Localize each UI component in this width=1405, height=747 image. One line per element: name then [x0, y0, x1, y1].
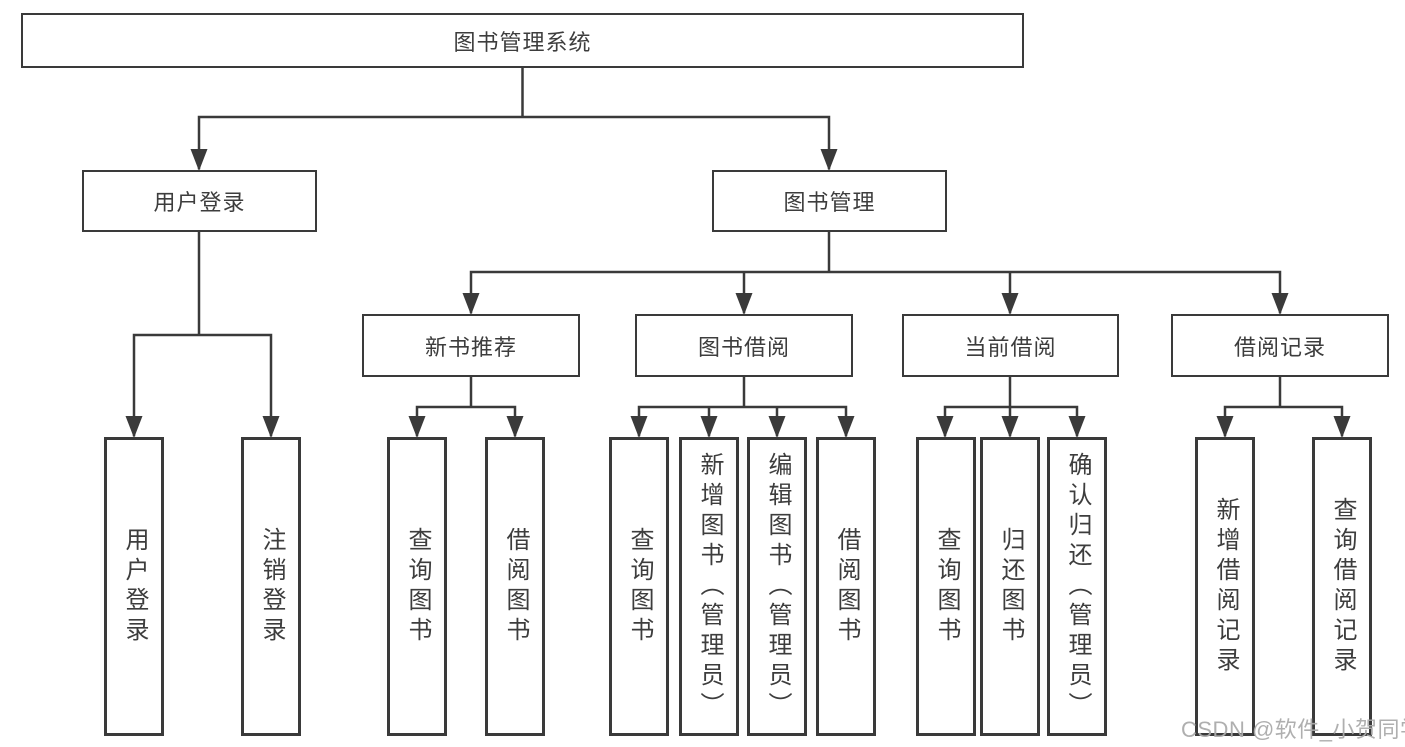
node-book-borrow: 图书借阅 — [635, 314, 853, 377]
leaf-borrow-query-books-label: 查询图书 — [626, 526, 653, 647]
node-book-management-label: 图书管理 — [783, 190, 876, 215]
leaf-recommend-borrow-books: 借阅图书 — [485, 437, 545, 736]
leaf-borrow-books: 借阅图书 — [816, 437, 876, 736]
leaf-logout-label: 注销登录 — [258, 526, 285, 647]
node-current-borrow: 当前借阅 — [902, 314, 1119, 377]
node-root-label: 图书管理系统 — [453, 29, 592, 55]
leaf-return-books-label: 归还图书 — [997, 526, 1024, 647]
leaf-recommend-borrow-books-label: 借阅图书 — [502, 526, 529, 647]
connector-book-management-branch — [469, 230, 1282, 314]
leaf-query-borrow-record-label: 查询借阅记录 — [1329, 496, 1356, 677]
csdn-watermark: CSDN @软件_小贺同学 — [1181, 717, 1405, 742]
connector-new-book-branch — [415, 375, 517, 437]
connector-borrow-records-branch — [1223, 375, 1344, 437]
node-borrow-records: 借阅记录 — [1171, 314, 1389, 377]
leaf-user-login: 用户登录 — [104, 437, 164, 736]
node-user-login-label: 用户登录 — [153, 190, 246, 215]
connector-user-login-branch — [132, 230, 273, 437]
node-current-borrow-label: 当前借阅 — [964, 334, 1057, 360]
leaf-add-books-admin-label: 新增图书（管理员） — [696, 451, 723, 722]
leaf-borrow-query-books: 查询图书 — [609, 437, 669, 736]
leaf-add-borrow-record-label: 新增借阅记录 — [1212, 496, 1239, 677]
leaf-add-borrow-record: 新增借阅记录 — [1195, 437, 1255, 736]
connector-book-borrow-branch — [637, 375, 848, 437]
leaf-confirm-return-admin-label: 确认归还（管理员） — [1064, 451, 1091, 722]
node-new-book-recommend: 新书推荐 — [362, 314, 580, 377]
node-book-management: 图书管理 — [712, 170, 947, 232]
leaf-recommend-query-books: 查询图书 — [387, 437, 447, 736]
leaf-current-query-books-label: 查询图书 — [933, 526, 960, 647]
leaf-edit-books-admin-label: 编辑图书（管理员） — [764, 451, 791, 722]
leaf-logout: 注销登录 — [241, 437, 301, 736]
leaf-recommend-query-books-label: 查询图书 — [404, 526, 431, 647]
leaf-confirm-return-admin: 确认归还（管理员） — [1047, 437, 1107, 736]
leaf-add-books-admin: 新增图书（管理员） — [679, 437, 739, 736]
leaf-query-borrow-record: 查询借阅记录 — [1312, 437, 1372, 736]
arrowheads — [125, 149, 1351, 438]
leaf-current-query-books: 查询图书 — [916, 437, 976, 736]
leaf-user-login-label: 用户登录 — [121, 526, 148, 647]
leaf-borrow-books-label: 借阅图书 — [833, 526, 860, 647]
node-borrow-records-label: 借阅记录 — [1233, 334, 1326, 360]
node-new-book-recommend-label: 新书推荐 — [424, 334, 517, 360]
connector-root-to-level1 — [197, 66, 831, 170]
node-book-borrow-label: 图书借阅 — [697, 334, 790, 360]
node-root: 图书管理系统 — [21, 13, 1024, 68]
node-user-login: 用户登录 — [82, 170, 317, 232]
leaf-edit-books-admin: 编辑图书（管理员） — [747, 437, 807, 736]
leaf-return-books: 归还图书 — [980, 437, 1040, 736]
